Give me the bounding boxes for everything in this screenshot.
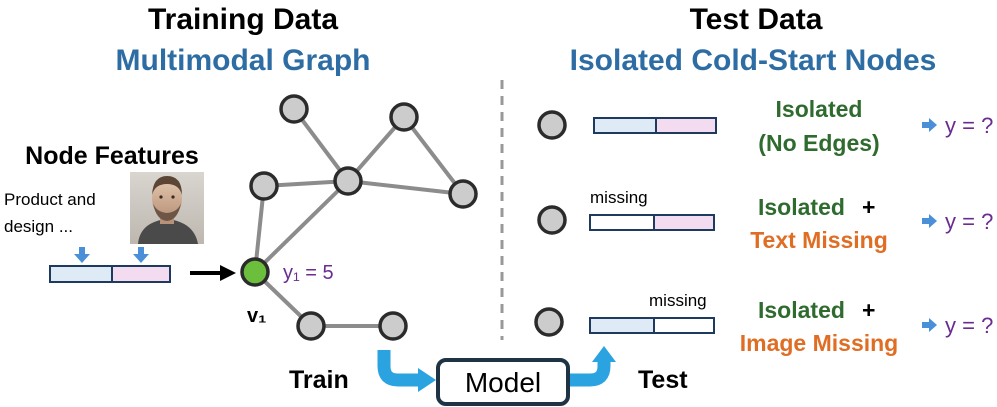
right-arrow-icon bbox=[190, 265, 236, 281]
graph-node bbox=[249, 171, 279, 201]
elbow-arrow-icon bbox=[377, 350, 436, 392]
model-label: Model bbox=[465, 367, 541, 398]
test-title: Test Data bbox=[690, 3, 823, 36]
row2-output: y = ? bbox=[945, 209, 993, 234]
train-label: Train bbox=[289, 366, 349, 394]
graph-node bbox=[279, 94, 309, 124]
graph-node bbox=[389, 102, 419, 132]
feature-vector bbox=[589, 214, 715, 231]
feature-vector bbox=[593, 117, 717, 134]
node-text-line2: design ... bbox=[4, 217, 73, 236]
row3-status-line1: Isolated bbox=[758, 297, 845, 323]
node-text-line1: Product and bbox=[4, 190, 96, 209]
row1-output: y = ? bbox=[945, 113, 993, 138]
row2-missing-label: missing bbox=[590, 188, 648, 207]
row2-status-line2: Text Missing bbox=[750, 227, 888, 253]
feature-vector bbox=[49, 265, 171, 283]
down-arrow-icon bbox=[74, 247, 90, 263]
node-features-label: Node Features bbox=[25, 142, 199, 170]
row1-status-line1: Isolated bbox=[776, 96, 863, 122]
node-name-v1: v₁ bbox=[247, 305, 266, 327]
graph-node bbox=[378, 311, 408, 341]
down-arrow-icon bbox=[133, 247, 149, 263]
row3-status-line2: Image Missing bbox=[740, 330, 898, 356]
training-subtitle: Multimodal Graph bbox=[116, 44, 371, 77]
row3-output: y = ? bbox=[945, 313, 993, 338]
row2-status-line1: Isolated bbox=[758, 194, 845, 220]
person-photo-icon bbox=[130, 172, 204, 244]
graph-node bbox=[333, 166, 363, 196]
isolated-node bbox=[537, 110, 567, 140]
right-arrow-icon bbox=[922, 118, 937, 132]
row2-plus: + bbox=[862, 194, 875, 220]
model-box bbox=[436, 358, 570, 406]
feature-vector bbox=[589, 317, 715, 334]
elbow-arrow-icon bbox=[570, 346, 616, 387]
training-title: Training Data bbox=[148, 3, 338, 36]
right-arrow-icon bbox=[922, 318, 937, 332]
graph-node bbox=[296, 311, 326, 341]
node-label-value: y₁ = 5 bbox=[283, 262, 334, 284]
isolated-node bbox=[537, 205, 567, 235]
test-subtitle: Isolated Cold-Start Nodes bbox=[570, 44, 937, 77]
graph-edges bbox=[253, 107, 465, 328]
right-arrow-icon bbox=[922, 214, 937, 228]
highlighted-node-v1 bbox=[240, 257, 270, 287]
row1-status-line2: (No Edges) bbox=[758, 130, 879, 156]
isolated-node bbox=[534, 307, 564, 337]
test-label: Test bbox=[638, 366, 688, 394]
graph-node bbox=[448, 179, 478, 209]
row3-missing-label: missing bbox=[649, 291, 707, 310]
row3-plus: + bbox=[862, 297, 875, 323]
